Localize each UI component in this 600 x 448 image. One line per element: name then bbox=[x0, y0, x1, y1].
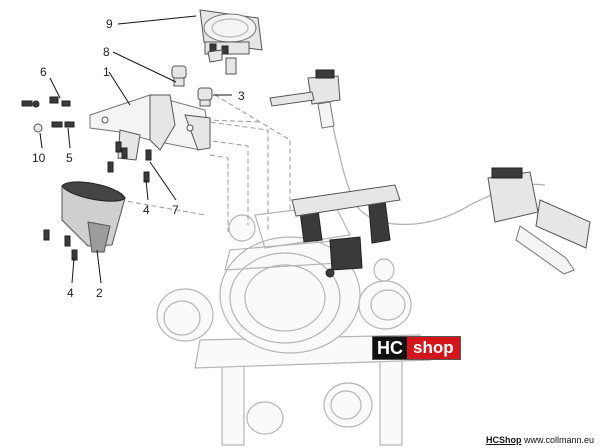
callout-1: 1 bbox=[103, 65, 110, 79]
logo-hc: HC bbox=[373, 337, 407, 359]
callout-2: 2 bbox=[96, 286, 103, 300]
grommets bbox=[171, 65, 213, 107]
screws bbox=[21, 96, 152, 261]
part-9-instrument bbox=[199, 9, 263, 75]
part-1-bracket bbox=[89, 94, 211, 161]
callout-10: 10 bbox=[32, 151, 46, 165]
footer-site: www.collmann.eu bbox=[523, 435, 594, 445]
handlebar-clamp bbox=[291, 184, 401, 278]
callout-6: 6 bbox=[40, 65, 47, 79]
callout-4-upper: 4 bbox=[143, 203, 150, 217]
motorcycle-front-ghost bbox=[156, 94, 546, 446]
callout-7: 7 bbox=[172, 203, 179, 217]
footer-brand: HCShop bbox=[485, 435, 522, 445]
callout-8: 8 bbox=[103, 45, 110, 59]
callout-4-lower: 4 bbox=[67, 286, 74, 300]
right-handlebar-control bbox=[487, 167, 591, 275]
footer-credit: HCShop www.collmann.eu bbox=[486, 435, 594, 445]
hcshop-watermark-logo: HC shop bbox=[372, 336, 461, 360]
callout-9: 9 bbox=[106, 17, 113, 31]
leader-lines bbox=[39, 15, 232, 284]
callout-3: 3 bbox=[238, 89, 245, 103]
part-2-cover bbox=[61, 181, 126, 253]
callout-5: 5 bbox=[66, 151, 73, 165]
callout-labels: 9 8 1 6 3 10 5 4 7 4 2 bbox=[32, 17, 245, 300]
logo-shop: shop bbox=[407, 337, 460, 359]
left-handlebar-control bbox=[269, 69, 341, 129]
